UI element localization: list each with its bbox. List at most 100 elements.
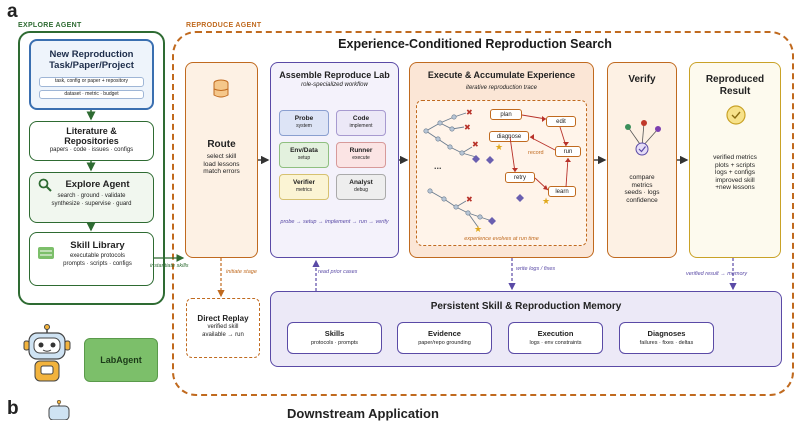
svg-text:...: ... — [434, 161, 442, 171]
memory-title: Persistent Skill & Reproduction Memory — [430, 301, 622, 312]
svg-text:★: ★ — [495, 142, 503, 152]
exec-node-learn: learn — [548, 186, 576, 197]
verify-sub2: metrics — [631, 181, 653, 189]
label-instantiate: instantiate skills — [150, 263, 189, 269]
task-meta: dataset · metric · budget — [39, 89, 144, 99]
role-code-sub: implement — [349, 123, 373, 129]
robot-icon — [23, 324, 71, 382]
explore-agent-sub2: synthesize · supervise · guard — [51, 200, 132, 207]
execute-trace: iterative reproduction trace — [465, 85, 538, 91]
result-title: Reproduced Result — [705, 74, 765, 97]
reproduce-panel — [172, 31, 794, 396]
verify-network-icon — [625, 120, 661, 156]
role-verifier-sub: metrics — [295, 187, 313, 193]
exec-flow-arrows: ★ ★ — [486, 114, 571, 204]
explore-panel — [18, 31, 165, 305]
search-icon — [38, 178, 52, 192]
reproduce-title: Experience-Conditioned Reproduction Sear… — [338, 37, 612, 51]
role-env-sub: setup — [297, 155, 311, 161]
route-sub1: select skill — [206, 153, 237, 160]
svg-text:✖: ✖ — [472, 140, 479, 149]
memory-diagnoses-sub: failures · fixes · deltas — [639, 340, 694, 346]
reproduce-section-label: REPRODUCE AGENT — [186, 22, 262, 29]
memory-evidence-title: Evidence — [428, 329, 461, 338]
assemble-flow: probe → setup → implement → run → verify — [280, 219, 389, 225]
memory-skills-title: Skills — [324, 329, 345, 338]
skill-library-sub1: executable protocols — [69, 253, 126, 259]
verify-sub4: confidence — [626, 196, 658, 204]
verify-sub3: seeds · logs — [624, 189, 660, 196]
library-icon — [38, 247, 54, 259]
label-write-logs: write logs / fixes — [516, 266, 556, 272]
result-sub5: +new lessons — [715, 184, 755, 191]
verify-sub1: compare — [629, 174, 655, 181]
explore-agent-sub1: search · ground · validate — [57, 193, 126, 199]
panel-label-a: a — [7, 1, 18, 22]
task-input: task, config or paper + repository — [39, 77, 144, 87]
result-sub3: logs + configs — [715, 169, 755, 176]
explore-section-label: EXPLORE AGENT — [18, 22, 82, 29]
assemble-title: Assemble Reproduce Lab — [279, 70, 390, 80]
role-env-name: Env/Data — [290, 147, 318, 154]
route-box: Route select skill load lessons match er… — [185, 62, 258, 258]
label-read-prior: read prior cases — [318, 269, 358, 275]
svg-text:★: ★ — [542, 196, 550, 204]
memory-skills-sub: protocols · prompts — [310, 340, 359, 346]
label-verified-result: verified result → memory — [686, 271, 748, 277]
result-sub1: verified metrics — [713, 154, 757, 161]
assemble-sub: role-specialized workflow — [301, 82, 368, 88]
exec-node-retry: retry — [505, 172, 535, 183]
downstream-title: Downstream Application — [287, 406, 439, 421]
exec-record-label: record — [528, 150, 544, 156]
memory-execution-sub: logs · env constraints — [529, 340, 582, 346]
execute-title: Execute & Accumulate Experience — [427, 70, 576, 80]
role-probe-name: Probe — [294, 115, 314, 122]
literature-sub: papers · code · issues · configs — [49, 147, 134, 153]
exec-node-edit: edit — [546, 116, 576, 127]
skill-library-box: Skill Library executable protocols promp… — [29, 232, 154, 286]
memory-diagnoses-title: Diagnoses — [647, 329, 686, 338]
route-sub2: load lessons — [203, 160, 240, 168]
memory-execution: Execution logs · env constraints — [508, 322, 603, 354]
panel-label-b: b — [7, 398, 19, 419]
labagent-badge: LabAgent — [84, 338, 158, 382]
role-verifier-name: Verifier — [292, 179, 316, 186]
result-box: Reproduced Result verified metrics plots… — [689, 62, 781, 258]
explore-agent-title: Explore Agent — [65, 179, 130, 190]
memory-skills: Skills protocols · prompts — [287, 322, 382, 354]
role-runner-sub: execute — [352, 155, 370, 161]
direct-replay-sub1: verified skill — [207, 324, 239, 330]
exec-node-plan: plan — [490, 109, 522, 120]
direct-replay-title: Direct Replay — [197, 314, 249, 323]
result-sub4: improved skill — [715, 176, 755, 184]
role-analyst-name: Analyst — [349, 179, 373, 186]
direct-replay-sub2: available → run — [202, 331, 244, 338]
exec-node-run: run — [555, 146, 581, 157]
role-code-name: Code — [352, 115, 370, 122]
direct-replay-box: Direct Replay verified skill available →… — [186, 298, 260, 358]
role-analyst-sub: debug — [354, 187, 368, 193]
explore-agent-box: Explore Agent search · ground · validate… — [29, 172, 154, 223]
literature-title: Literature & Repositories — [64, 126, 119, 146]
svg-text:✖: ✖ — [466, 195, 473, 204]
label-initiate: initiate stage — [226, 269, 257, 275]
database-icon — [213, 79, 229, 98]
task-box: New Reproduction Task/Paper/Project task… — [29, 39, 154, 110]
svg-text:★: ★ — [474, 224, 482, 234]
verify-box: Verify compare metrics seeds · logs conf… — [607, 62, 677, 258]
literature-box: Literature & Repositories papers · code … — [29, 121, 154, 161]
memory-diagnoses: Diagnoses failures · fixes · deltas — [619, 322, 714, 354]
labagent-label: LabAgent — [100, 355, 142, 365]
execute-caption: experience evolves at run time — [464, 236, 539, 242]
memory-execution-title: Execution — [537, 329, 574, 338]
result-sub2: plots + scripts — [715, 161, 755, 169]
check-badge-icon — [726, 105, 746, 125]
trace-tree: ✖ ✖ ✖ ✖ ★ ... — [423, 108, 496, 234]
verify-title: Verify — [628, 74, 656, 85]
task-title: New Reproduction Task/Paper/Project — [49, 49, 134, 71]
